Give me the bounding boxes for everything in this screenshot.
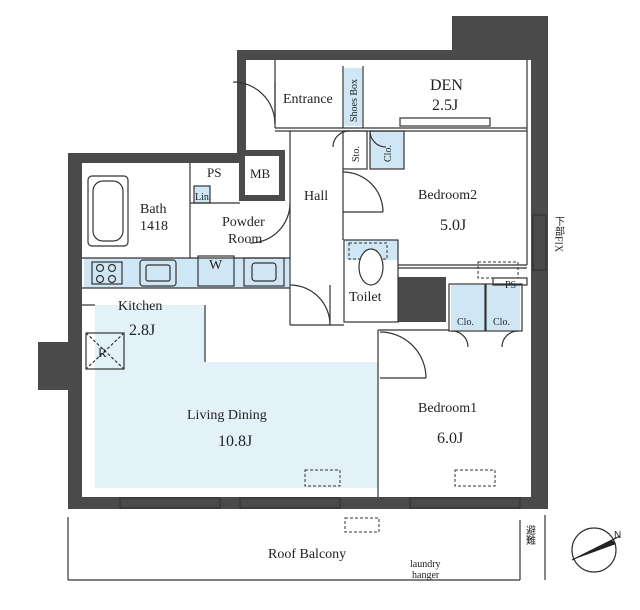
wall-left-column <box>38 342 72 390</box>
hall-label: Hall <box>304 189 328 204</box>
roof-balcony-label: Roof Balcony <box>268 547 346 562</box>
living-dining-size: 10.8J <box>218 433 252 450</box>
toilet-bowl-icon <box>358 248 384 286</box>
living-dining-floor <box>95 305 378 488</box>
wall-left-upper-step <box>237 50 246 156</box>
wall-right-outer <box>531 16 548 508</box>
laundry-line2: hanger <box>412 570 440 581</box>
washer-label: W <box>209 258 223 273</box>
toilet-label: Toilet <box>349 290 382 305</box>
bath-label: Bath <box>140 202 166 217</box>
ps-top-label: PS <box>207 165 221 180</box>
bath-code: 1418 <box>140 219 168 234</box>
fix-note: 下部FIX <box>553 216 565 253</box>
laundry-line1: laundry <box>410 559 441 570</box>
bedroom1-size: 6.0J <box>437 430 463 447</box>
bedroom1-label: Bedroom1 <box>418 401 477 416</box>
entrance-label: Entrance <box>283 92 333 107</box>
clo-b1-left-label: Clo. <box>457 317 474 328</box>
bedroom2-label: Bedroom2 <box>418 188 477 203</box>
kitchen-label: Kitchen <box>118 299 162 314</box>
wall-top-main <box>275 50 537 60</box>
lin-label: Lin. <box>195 192 211 203</box>
powder-room-line1: Powder <box>222 215 265 230</box>
clo-b1-right-floor <box>486 285 520 330</box>
wall-toilet-column <box>398 277 446 322</box>
balcony <box>67 515 546 581</box>
windows <box>119 117 547 509</box>
wall-top-left <box>68 153 246 163</box>
evac-note: 避難 <box>524 524 536 546</box>
wall-left-outer <box>68 153 82 507</box>
walls <box>38 16 548 509</box>
clo-den-floor <box>370 131 404 169</box>
living-dining-label: Living Dining <box>187 408 267 423</box>
den-size: 2.5J <box>432 97 458 114</box>
doors <box>232 81 519 379</box>
clo-b1-right-label: Clo. <box>493 317 510 328</box>
labels: Entrance Shoes Box DEN 2.5J Sto. Clo. PS… <box>98 77 565 581</box>
bath-lin-floor <box>194 186 210 203</box>
wall-top-step <box>237 50 282 60</box>
shoes-box-floor <box>344 68 362 126</box>
wall-bottom <box>68 497 548 509</box>
sto-label: Sto. <box>351 146 362 162</box>
north-arrow-icon: N <box>571 527 621 573</box>
wall-ps-mb <box>239 150 285 201</box>
clo-b1-left-floor <box>451 285 485 330</box>
powder-room-line2: Room <box>228 232 262 247</box>
mb-label: MB <box>250 166 271 181</box>
shoes-box-label: Shoes Box <box>349 79 360 122</box>
ps-right-label: PS <box>505 280 516 291</box>
svg-text:N: N <box>614 530 621 541</box>
den-label: DEN <box>430 77 463 94</box>
clo-den-label: Clo. <box>383 145 394 162</box>
kitchen-size: 2.8J <box>129 322 155 339</box>
fridge-label: R <box>98 345 107 360</box>
floor-areas <box>84 68 520 488</box>
bedroom2-size: 5.0J <box>440 217 466 234</box>
